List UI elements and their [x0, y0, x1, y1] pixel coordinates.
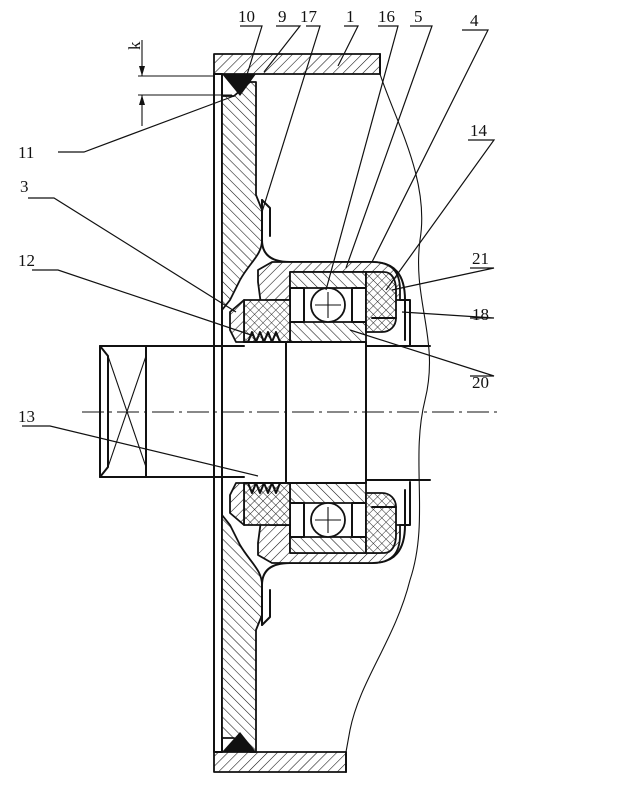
drum-shell: [213, 53, 381, 773]
label-11: 11: [18, 143, 34, 162]
dimension-k: [138, 40, 232, 126]
seal-cover-upper: [365, 271, 397, 333]
bearing-inner-race-lower: [289, 482, 367, 504]
weld-bottom: [222, 732, 256, 752]
disc-upper: [221, 81, 263, 311]
disc-lower: [221, 514, 263, 753]
seal-cover-lower: [365, 492, 397, 554]
label-3: 3: [20, 177, 29, 196]
weld-top: [222, 74, 256, 96]
seal-ring-upper: [229, 299, 245, 343]
bearing-outer-race-upper: [289, 271, 367, 289]
label-21: 21: [472, 249, 489, 268]
seal-ring-lower: [229, 482, 245, 526]
label-9: 9: [278, 7, 287, 26]
break-line: [345, 73, 431, 753]
label-14: 14: [470, 121, 488, 140]
label-13: 13: [18, 407, 35, 426]
label-12: 12: [18, 251, 35, 270]
label-20: 20: [472, 373, 489, 392]
end-cap-upper: [399, 299, 411, 346]
label-16: 16: [378, 7, 395, 26]
label-10: 10: [238, 7, 255, 26]
label-1: 1: [346, 7, 355, 26]
label-4: 4: [470, 11, 479, 30]
end-cap-lower: [399, 481, 411, 526]
drum-left-wall: [213, 73, 223, 753]
leader-lines: [22, 25, 496, 477]
label-17: 17: [300, 7, 318, 26]
label-5: 5: [414, 7, 423, 26]
bearing-outer-race-lower: [289, 536, 367, 554]
label-k: k: [125, 41, 144, 50]
label-18: 18: [472, 305, 489, 324]
